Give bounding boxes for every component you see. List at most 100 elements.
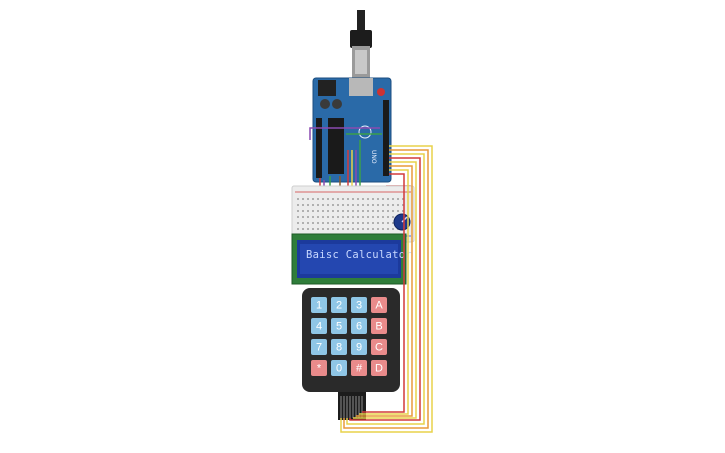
breadboard-hole xyxy=(332,210,334,212)
board-model-label: UNO xyxy=(370,150,377,164)
breadboard-hole xyxy=(362,222,364,224)
breadboard-hole xyxy=(377,204,379,206)
keypad-key-star[interactable]: * xyxy=(311,360,327,376)
keypad-key-cap[interactable] xyxy=(311,339,327,355)
breadboard-hole xyxy=(302,204,304,206)
keypad-key-label: # xyxy=(356,363,363,375)
breadboard-hole xyxy=(357,204,359,206)
breadboard-hole xyxy=(362,198,364,200)
breadboard-hole xyxy=(362,216,364,218)
keypad-key-0[interactable]: 0 xyxy=(331,360,347,376)
keypad-key-label: 4 xyxy=(316,321,322,333)
keypad-key-d[interactable]: D xyxy=(371,360,387,376)
breadboard-hole xyxy=(332,228,334,230)
breadboard-hole xyxy=(397,198,399,200)
breadboard-hole xyxy=(302,198,304,200)
breadboard-hole xyxy=(312,222,314,224)
keypad-key-3[interactable]: 3 xyxy=(351,297,367,313)
keypad-key-label: A xyxy=(375,300,383,312)
keypad-key-b[interactable]: B xyxy=(371,318,387,334)
breadboard-hole xyxy=(387,204,389,206)
breadboard-hole xyxy=(312,210,314,212)
keypad-key-8[interactable]: 8 xyxy=(331,339,347,355)
breadboard-hole xyxy=(382,222,384,224)
breadboard-hole xyxy=(382,216,384,218)
keypad-key-cap[interactable] xyxy=(351,339,367,355)
keypad-key-1[interactable]: 1 xyxy=(311,297,327,313)
breadboard-hole xyxy=(357,222,359,224)
keypad-key-cap[interactable] xyxy=(331,297,347,313)
breadboard-hole xyxy=(342,204,344,206)
breadboard-hole xyxy=(317,222,319,224)
keypad-key-7[interactable]: 7 xyxy=(311,339,327,355)
keypad-key-cap[interactable] xyxy=(331,360,347,376)
keypad-key-cap[interactable] xyxy=(351,360,367,376)
breadboard-hole xyxy=(307,198,309,200)
breadboard-hole xyxy=(387,222,389,224)
breadboard-hole xyxy=(392,228,394,230)
breadboard-hole xyxy=(367,204,369,206)
keypad-key-hash[interactable]: # xyxy=(351,360,367,376)
keypad-key-5[interactable]: 5 xyxy=(331,318,347,334)
breadboard-hole xyxy=(297,198,299,200)
breadboard-hole xyxy=(382,198,384,200)
keypad-key-cap[interactable] xyxy=(311,360,327,376)
keypad-key-4[interactable]: 4 xyxy=(311,318,327,334)
keypad-key-cap[interactable] xyxy=(311,297,327,313)
keypad-key-cap[interactable] xyxy=(331,318,347,334)
keypad-key-cap[interactable] xyxy=(371,339,387,355)
keypad-key-label: D xyxy=(375,363,383,375)
breadboard-hole xyxy=(297,228,299,230)
keypad-key-6[interactable]: 6 xyxy=(351,318,367,334)
breadboard-hole xyxy=(302,222,304,224)
breadboard-hole xyxy=(347,228,349,230)
breadboard-hole xyxy=(322,198,324,200)
breadboard-hole xyxy=(327,222,329,224)
breadboard-hole xyxy=(367,222,369,224)
keypad-key-cap[interactable] xyxy=(351,318,367,334)
breadboard-hole xyxy=(342,228,344,230)
breadboard-hole xyxy=(347,216,349,218)
keypad-key-a[interactable]: A xyxy=(371,297,387,313)
keypad-key-9[interactable]: 9 xyxy=(351,339,367,355)
keypad-key-c[interactable]: C xyxy=(371,339,387,355)
breadboard-hole xyxy=(337,204,339,206)
breadboard-hole xyxy=(367,228,369,230)
breadboard-hole xyxy=(357,216,359,218)
breadboard-hole xyxy=(312,198,314,200)
breadboard-hole xyxy=(392,204,394,206)
breadboard-hole xyxy=(387,228,389,230)
lcd-module[interactable]: Baisc Calculator xyxy=(291,233,412,285)
breadboard-hole xyxy=(382,204,384,206)
breadboard-hole xyxy=(402,198,404,200)
breadboard-hole xyxy=(372,204,374,206)
breadboard-hole xyxy=(392,210,394,212)
breadboard-hole xyxy=(297,204,299,206)
keypad-key-label: 1 xyxy=(316,300,322,312)
potentiometer[interactable] xyxy=(393,213,411,231)
breadboard[interactable] xyxy=(291,185,415,243)
breadboard-hole xyxy=(307,216,309,218)
keypad-key-cap[interactable] xyxy=(371,297,387,313)
keypad-key-cap[interactable] xyxy=(371,360,387,376)
keypad-key-label: 9 xyxy=(356,342,362,354)
keypad-key-cap[interactable] xyxy=(311,318,327,334)
breadboard-hole xyxy=(387,210,389,212)
breadboard-hole xyxy=(297,216,299,218)
arduino-board[interactable]: UNO xyxy=(312,77,392,183)
breadboard-hole xyxy=(372,222,374,224)
breadboard-hole xyxy=(387,198,389,200)
keypad-key-2[interactable]: 2 xyxy=(331,297,347,313)
breadboard-hole xyxy=(352,204,354,206)
keypad-key-cap[interactable] xyxy=(351,297,367,313)
keypad-key-cap[interactable] xyxy=(331,339,347,355)
keypad-key-cap[interactable] xyxy=(371,318,387,334)
breadboard-hole xyxy=(352,222,354,224)
breadboard-hole xyxy=(402,210,404,212)
usb-cable[interactable] xyxy=(350,10,372,78)
breadboard-hole xyxy=(307,222,309,224)
keypad-wires xyxy=(340,145,433,433)
breadboard-hole xyxy=(327,204,329,206)
